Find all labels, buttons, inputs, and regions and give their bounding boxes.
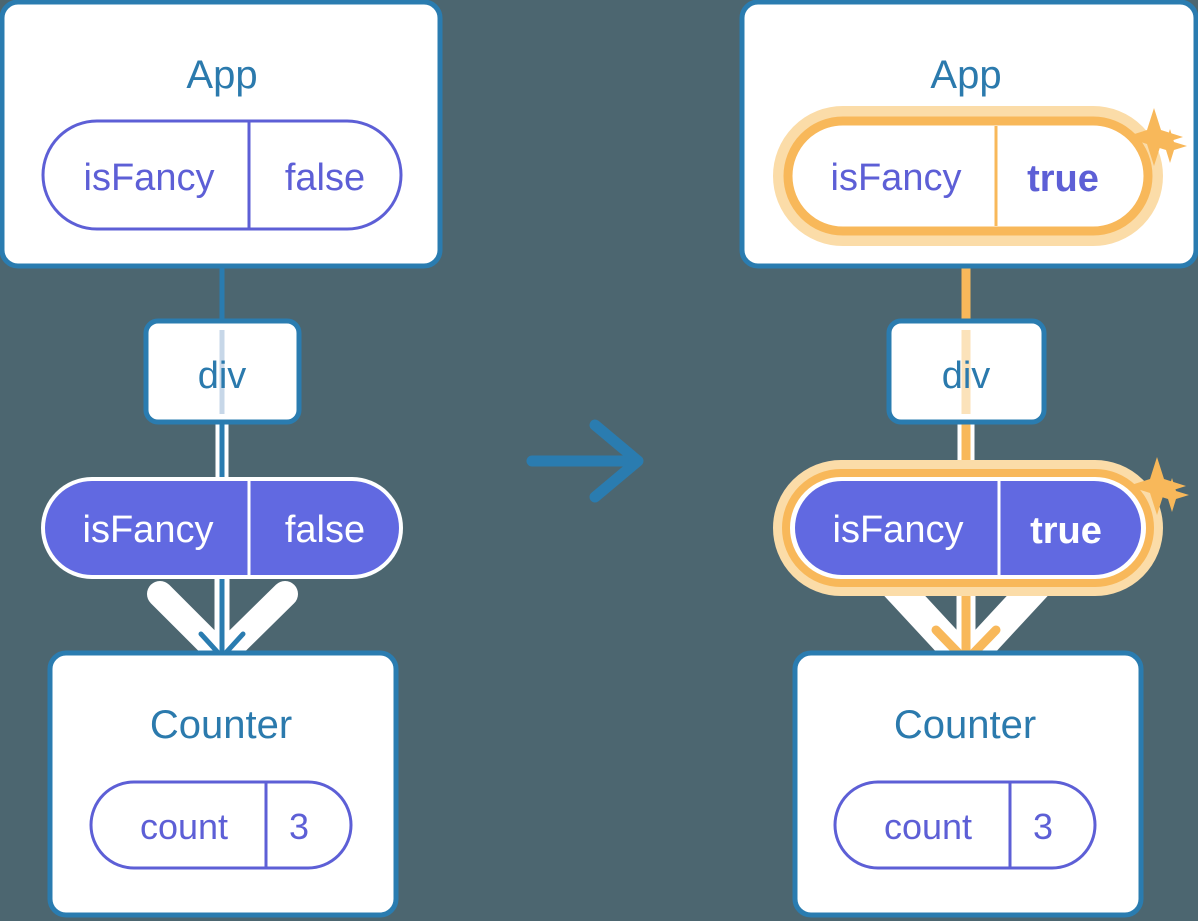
sparkle-small-icon-props — [1155, 478, 1189, 512]
state-pill-frame-before — [41, 119, 403, 231]
counter-box-before: Counter count 3 — [47, 650, 399, 918]
state-pill-highlight-ring-after — [783, 116, 1153, 236]
state-pill-highlight-glow-after — [773, 106, 1163, 246]
props-pill-frame-before — [45, 481, 399, 575]
state-pill-count-frame-before — [89, 780, 353, 870]
transition-arrow-right-icon — [526, 419, 644, 503]
sparkle-large-icon-props — [1128, 457, 1186, 515]
counter-box-after: Counter count 3 — [792, 650, 1144, 918]
props-pill-highlight-glow-after — [773, 460, 1163, 596]
div-box-before: div — [143, 318, 302, 425]
app-box-after: App isFancy true — [739, 0, 1198, 269]
panel-after: App isFancy true div — [739, 0, 1198, 918]
props-pill-isfancy-before: isFancy false — [41, 477, 403, 579]
sparkle-icon-app-after — [1125, 108, 1187, 166]
props-pill-isfancy-after: isFancy true — [773, 457, 1189, 596]
div-box-after: div — [886, 318, 1047, 425]
state-pill-count-before: count 3 — [89, 780, 353, 870]
state-pill-isfancy-after: isFancy true — [773, 106, 1163, 246]
sparkle-small-icon-app — [1153, 129, 1187, 163]
app-box-before: App isFancy false — [0, 0, 443, 269]
state-pill-isfancy-before: isFancy false — [41, 119, 403, 231]
sparkle-icon-props-after — [1128, 457, 1189, 515]
panel-before: App isFancy false div isFancy false — [0, 0, 443, 918]
state-pill-count-frame-after — [833, 780, 1097, 870]
sparkle-large-icon-app — [1125, 108, 1183, 166]
props-pill-frame-after — [795, 481, 1141, 575]
state-pill-count-after: count 3 — [833, 780, 1097, 870]
